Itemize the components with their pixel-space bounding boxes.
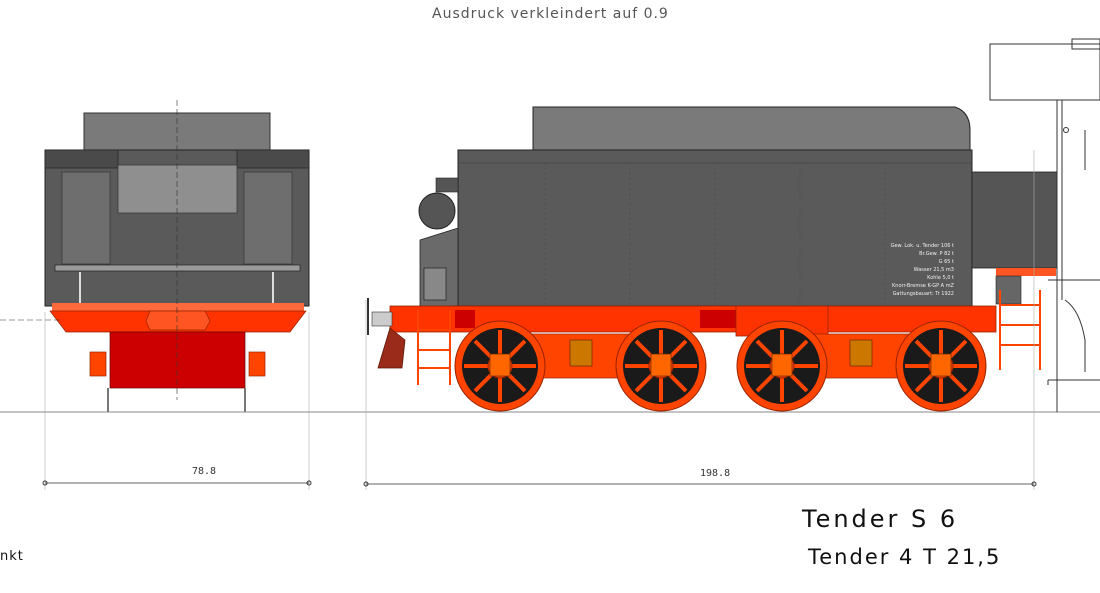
wheel-4 [895,320,987,412]
plate-line: Kohle 5,0 t [927,275,954,281]
plate-line: G 65 t [938,259,954,265]
front-dimension [42,312,312,490]
side-dimension [363,150,1037,490]
side-note-fragment: nkt [0,549,24,564]
print-scale-note: Ausdruck verkleindert auf 0.9 [432,6,669,22]
plate-line: Br.Gew. P 82 t [919,251,954,257]
locomotive-outline [989,38,1100,412]
plate-line: Knorr-Bremse K-GP A mZ [892,283,954,289]
front-view [0,100,310,412]
wheel-2 [615,320,707,412]
plate-line: Gattungsbauart: Tr 1922 [892,291,954,297]
wheel-3 [736,320,828,412]
drawing-title: Tender S 6 [802,505,959,533]
data-plate: Gew. Lok. u. Tender 106 t Br.Gew. P 82 t… [878,242,954,298]
plate-line: Wasser 21,5 m3 [913,267,954,273]
side-length-label: 198.8 [700,468,731,479]
wheel-1 [454,320,546,412]
plate-line: Gew. Lok. u. Tender 106 t [890,243,954,249]
drawing-subtitle: Tender 4 T 21,5 [808,545,1002,569]
front-width-label: 78.8 [192,466,217,477]
